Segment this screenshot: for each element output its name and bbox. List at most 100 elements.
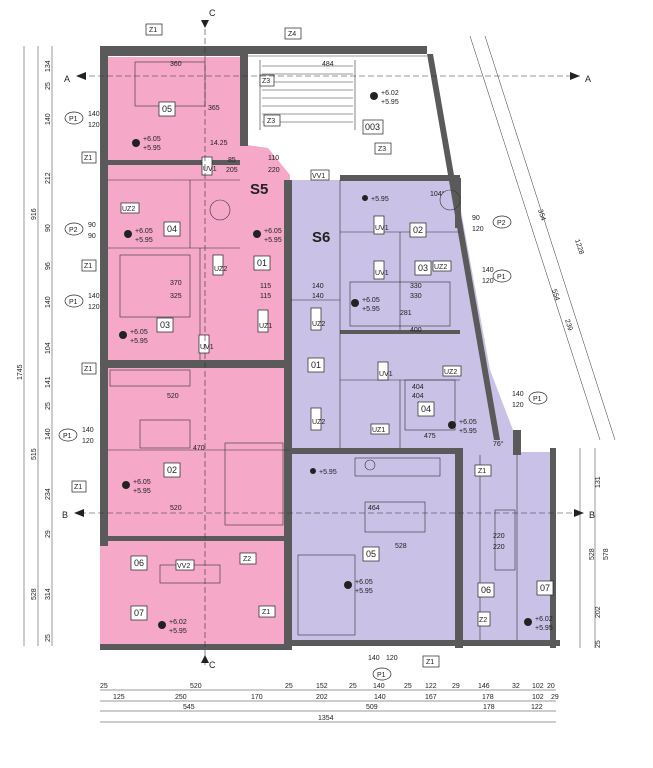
dim-140b: 140 <box>312 293 324 300</box>
svg-text:02: 02 <box>167 465 177 475</box>
svg-text:P1: P1 <box>63 433 72 440</box>
room-04-right: 04 <box>417 401 435 417</box>
dim-left-25b: 25 <box>45 402 52 410</box>
tag-z1-r05: Z1 <box>258 605 276 618</box>
unit-label-s5: S5 <box>250 181 268 198</box>
tag-z1-left-3: Z1 <box>81 362 97 375</box>
dim-right-578: 578 <box>603 548 610 560</box>
tag-uv1-top: UV1 <box>201 156 217 176</box>
unit-s6-area <box>290 178 554 642</box>
svg-text:P2: P2 <box>69 227 78 234</box>
svg-text:29: 29 <box>551 694 559 701</box>
opening-p2-left: P2 90 90 <box>64 222 96 240</box>
svg-text:VV2: VV2 <box>177 563 190 570</box>
dim-76: 76° <box>493 440 504 448</box>
bottom-dim-row3: 545 509 178 122 <box>183 704 543 711</box>
dim-520b: 520 <box>170 505 182 512</box>
elevation-right-r05: +6.05 +5.95 <box>344 579 373 595</box>
svg-text:+5.95: +5.95 <box>133 488 151 495</box>
svg-text:146: 146 <box>478 683 490 690</box>
svg-text:122: 122 <box>425 683 437 690</box>
tag-z1-bottom: Z1 <box>422 655 440 668</box>
svg-text:+5.95: +5.95 <box>130 338 148 345</box>
svg-text:+5.95: +5.95 <box>535 625 553 632</box>
svg-text:UV1: UV1 <box>203 166 217 173</box>
dim-left-140b: 140 <box>45 296 52 308</box>
svg-text:01: 01 <box>311 360 321 370</box>
room-02-left: 02 <box>163 462 181 478</box>
dim-104: 104° <box>430 190 445 198</box>
dim-right-354: 354 <box>536 208 546 221</box>
svg-text:140: 140 <box>482 267 494 274</box>
svg-text:003: 003 <box>365 122 380 132</box>
dim-404a: 404 <box>412 384 424 391</box>
svg-text:Z1: Z1 <box>426 659 434 666</box>
dim-right-239: 239 <box>563 318 573 331</box>
svg-text:167: 167 <box>425 694 437 701</box>
dim-520a: 520 <box>167 393 179 400</box>
dim-left-515: 515 <box>31 448 38 460</box>
svg-text:102: 102 <box>532 683 544 690</box>
svg-text:25: 25 <box>100 683 108 690</box>
section-c-top: C <box>201 8 216 28</box>
svg-text:140: 140 <box>368 655 380 662</box>
room-003: 003 <box>362 119 384 135</box>
svg-text:A: A <box>585 74 591 84</box>
svg-text:102: 102 <box>532 694 544 701</box>
dim-140a: 140 <box>312 283 324 290</box>
dim-right-202: 202 <box>595 606 602 618</box>
svg-text:120: 120 <box>88 304 100 311</box>
svg-text:+6.05: +6.05 <box>130 329 148 336</box>
tag-z1-r02: Z1 <box>474 464 492 477</box>
unit-label-s6: S6 <box>312 229 330 246</box>
dim-110: 110 <box>268 155 279 162</box>
svg-text:Z3: Z3 <box>378 146 386 153</box>
svg-text:122: 122 <box>531 704 543 711</box>
svg-text:07: 07 <box>134 608 144 618</box>
svg-text:UV1: UV1 <box>375 225 389 232</box>
room-01-right: 01 <box>307 357 325 373</box>
svg-text:+6.02: +6.02 <box>169 619 187 626</box>
svg-text:+6.05: +6.05 <box>143 136 161 143</box>
svg-text:120: 120 <box>88 122 100 129</box>
svg-text:Z1: Z1 <box>84 263 92 270</box>
svg-text:+5.95: +5.95 <box>143 145 161 152</box>
svg-text:+5.95: +5.95 <box>264 237 282 244</box>
svg-text:+6.05: +6.05 <box>264 228 282 235</box>
dim-220b: 220 <box>493 544 505 551</box>
dim-right-1228: 1228 <box>573 238 585 255</box>
svg-text:P1: P1 <box>377 672 386 679</box>
svg-text:B: B <box>589 510 595 520</box>
room-07-left: 07 <box>130 605 148 621</box>
dim-right-131: 131 <box>595 476 602 488</box>
dim-484: 484 <box>322 61 334 68</box>
dim-85a: 85 <box>228 157 236 164</box>
tag-uz1-r01: UZ1 <box>370 423 390 435</box>
dim-470: 470 <box>193 445 205 452</box>
svg-text:02: 02 <box>413 225 423 235</box>
dim-left-212: 212 <box>45 172 52 184</box>
bottom-dim-row4: 1354 <box>318 715 334 722</box>
svg-text:509: 509 <box>366 704 378 711</box>
room-01-left: 01 <box>253 255 271 271</box>
tag-z3-right: Z3 <box>374 142 392 155</box>
svg-text:+6.05: +6.05 <box>355 579 373 586</box>
dim-left-29: 29 <box>45 530 52 538</box>
svg-text:+6.05: +6.05 <box>133 479 151 486</box>
staircase <box>262 65 353 123</box>
svg-text:90: 90 <box>88 222 96 229</box>
dim-left-96: 96 <box>45 262 52 270</box>
svg-text:P2: P2 <box>497 220 506 227</box>
svg-text:120: 120 <box>82 438 94 445</box>
dim-528: 528 <box>395 543 407 550</box>
svg-text:25: 25 <box>404 683 412 690</box>
svg-text:90: 90 <box>88 233 96 240</box>
svg-text:P1: P1 <box>69 299 78 306</box>
svg-text:Z2: Z2 <box>243 556 251 563</box>
svg-text:120: 120 <box>512 402 524 409</box>
svg-text:P1: P1 <box>69 116 78 123</box>
elevation-r07-left: +6.02 +5.95 <box>158 619 187 635</box>
dim-370: 370 <box>170 280 182 287</box>
elevation-r02-left: +6.05 +5.95 <box>122 479 151 495</box>
dim-right-554: 554 <box>550 288 560 301</box>
